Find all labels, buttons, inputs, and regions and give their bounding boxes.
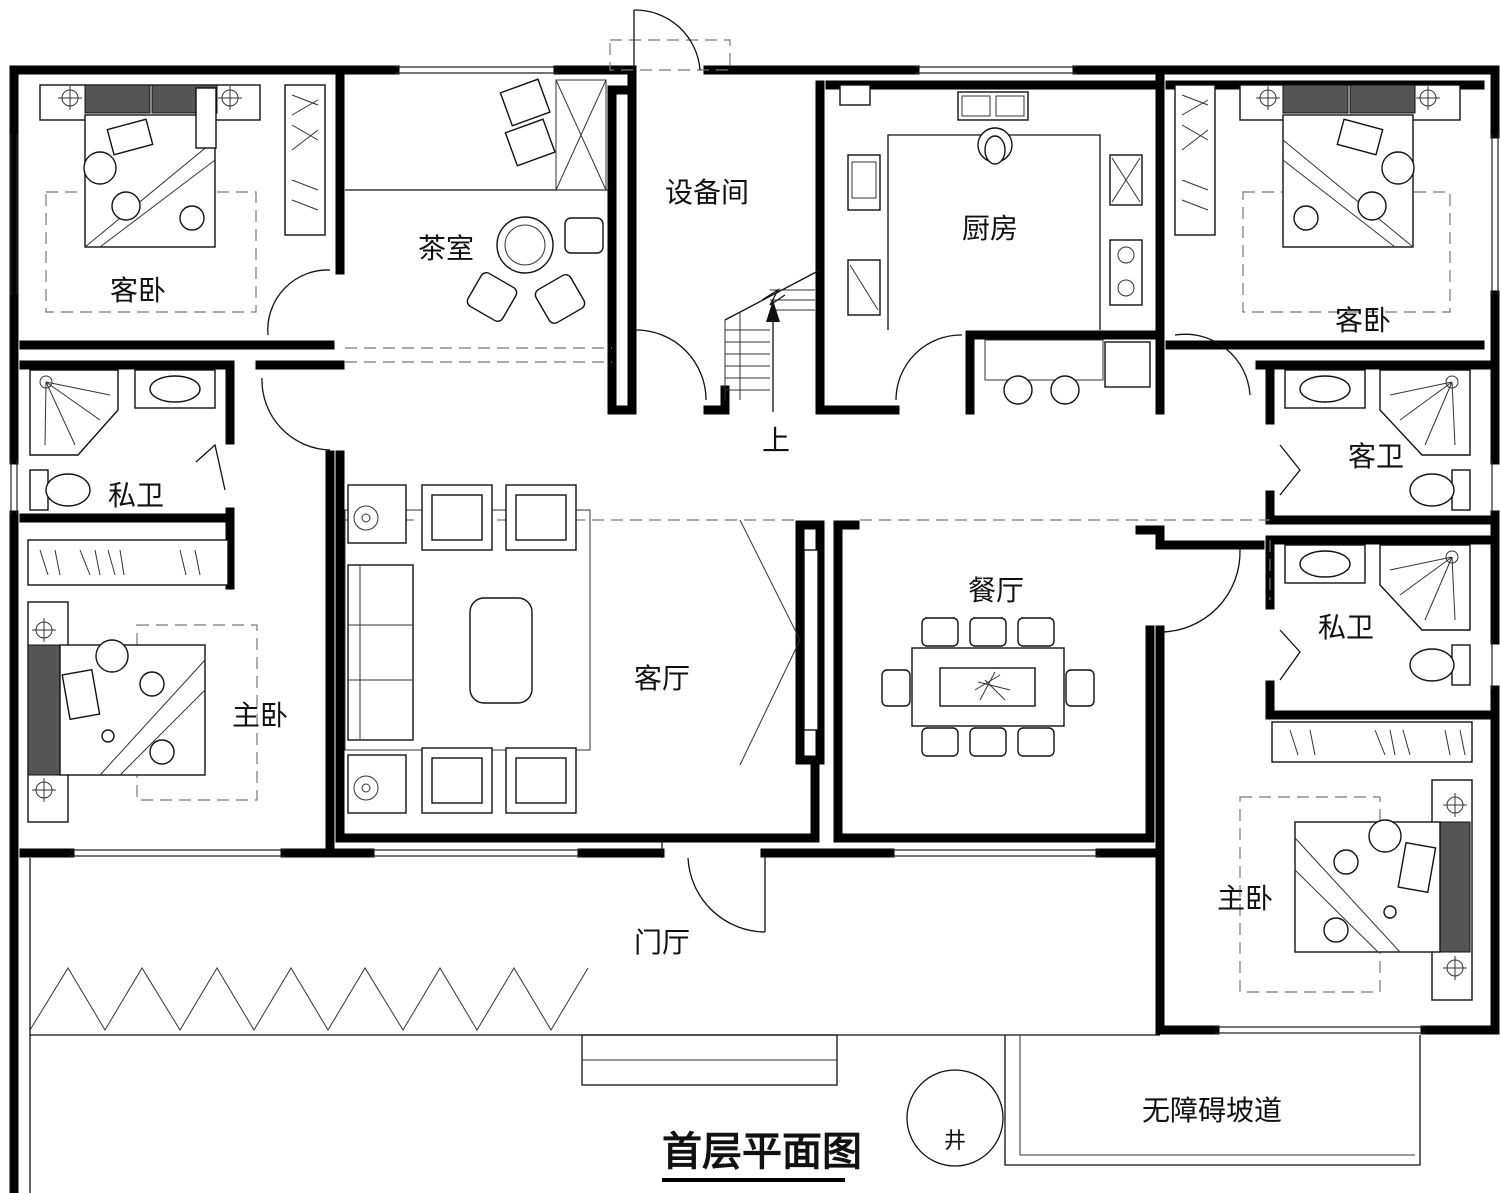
- label-tea-room: 茶室: [418, 232, 474, 265]
- label-foyer: 门厅: [634, 926, 690, 959]
- dashed-lines: [45, 191, 1451, 993]
- label-dining-room: 餐厅: [968, 574, 1024, 607]
- master-bedroom-left-furniture: [27, 539, 229, 823]
- label-well: 井: [944, 1129, 966, 1154]
- room-labels: 客卧 茶室 设备间 厨房 客卧 私卫 上 客卫 主卧 客厅 餐厅 私卫 主卧 门…: [108, 176, 1404, 1154]
- label-master-bedroom-right: 主卧: [1217, 882, 1273, 915]
- private-bath-right-fixtures: [1284, 544, 1471, 686]
- guest-bedroom-left-furniture: [39, 84, 326, 248]
- label-guest-bath: 客卫: [1348, 440, 1404, 473]
- doors: [195, 9, 1301, 933]
- dining-room-furniture: [881, 617, 1095, 757]
- label-living-room: 客厅: [634, 662, 690, 695]
- guest-bedroom-right-furniture: [1174, 84, 1461, 248]
- living-room-furniture: [344, 484, 819, 814]
- label-stair-up: 上: [762, 424, 790, 457]
- tea-room-furniture: [345, 78, 610, 324]
- label-master-bedroom-left: 主卧: [232, 699, 288, 732]
- windows: [10, 39, 1499, 1034]
- stairs: [724, 269, 821, 412]
- label-private-bath-left: 私卫: [108, 479, 164, 512]
- label-guest-bedroom-left: 客卧: [110, 274, 166, 307]
- plan-title-group: 首层平面图: [662, 1129, 862, 1182]
- label-equipment-room: 设备间: [665, 176, 749, 209]
- private-bath-left-fixtures: [29, 369, 216, 511]
- label-ramp: 无障碍坡道: [1142, 1094, 1282, 1127]
- master-bedroom-right-furniture: [1271, 721, 1473, 1001]
- kitchen-furniture: [839, 84, 1151, 405]
- guest-bath-fixtures: [1284, 369, 1471, 511]
- walls: [9, 65, 1500, 1193]
- label-guest-bedroom-right: 客卧: [1335, 304, 1391, 337]
- label-kitchen: 厨房: [962, 212, 1018, 245]
- label-private-bath-right: 私卫: [1318, 611, 1374, 644]
- plan-title: 首层平面图: [662, 1129, 862, 1175]
- foyer-terrace: [29, 858, 1421, 1193]
